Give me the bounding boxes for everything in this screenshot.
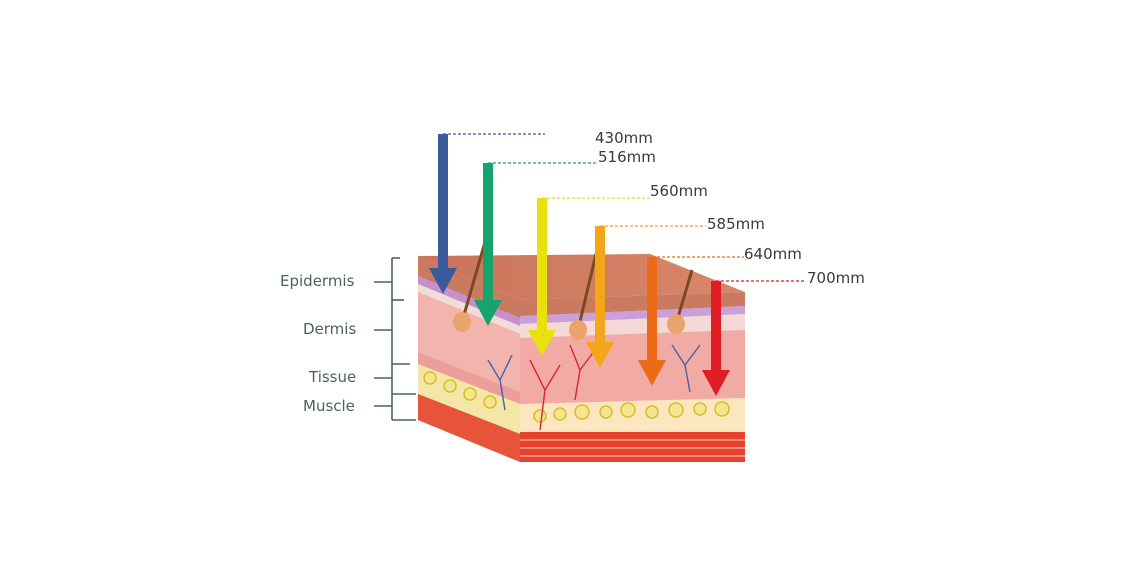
arrow-516-shape <box>474 163 502 326</box>
wavelength-label-640: 640mm <box>744 245 802 263</box>
skin-top-face <box>418 254 745 300</box>
arrow-700-shape <box>702 281 730 396</box>
arrow-516 <box>474 162 596 326</box>
arrow-640-shape <box>638 257 666 386</box>
arrow-700 <box>702 280 806 396</box>
arrow-560-shape <box>528 198 556 356</box>
arrow-640 <box>638 256 744 386</box>
wavelength-arrows <box>429 133 806 396</box>
wavelength-label-585: 585mm <box>707 215 765 233</box>
arrow-560 <box>528 197 650 356</box>
layer-label-muscle: Muscle <box>303 397 355 415</box>
layer-label-epidermis: Epidermis <box>280 272 355 290</box>
blood-vessels <box>487 344 701 431</box>
arrow-585-shape <box>586 226 614 368</box>
arrow-585 <box>586 225 706 368</box>
wavelength-label-700: 700mm <box>807 269 865 287</box>
arrow-430-shape <box>429 134 457 294</box>
wavelength-label-560: 560mm <box>650 182 708 200</box>
layer-label-dermis: Dermis <box>303 320 357 338</box>
hair-follicles <box>453 241 694 340</box>
wavelength-label-430: 430mm <box>595 129 653 147</box>
arrow-430 <box>429 133 545 294</box>
layer-brackets <box>374 257 416 421</box>
layer-label-tissue: Tissue <box>309 368 357 386</box>
wavelength-label-516: 516mm <box>598 148 656 166</box>
fat-cells <box>423 371 730 423</box>
skin-block <box>418 241 745 462</box>
